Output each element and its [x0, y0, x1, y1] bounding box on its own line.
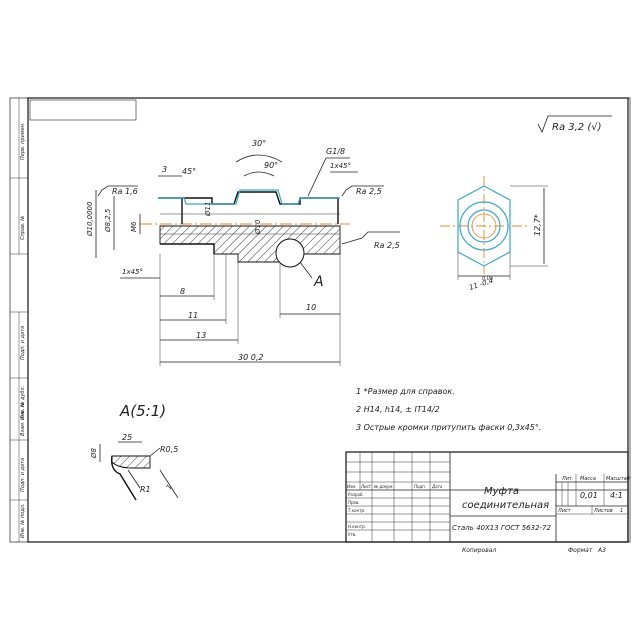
tb-row-label-3: Подп.: [414, 484, 426, 489]
dim-1x45-top: 1x45°: [330, 162, 351, 170]
side-label-0: Перв. примен.: [20, 122, 26, 160]
tb-mass: 0,01: [580, 491, 598, 500]
side-label-3: Инв. № дубл.: [20, 386, 26, 420]
tb-role-1: Пров.: [348, 500, 360, 505]
detail-phi8: Ø8: [90, 447, 98, 459]
dim-45: 45°: [182, 167, 196, 176]
tb-scale: 4:1: [610, 491, 623, 500]
note-2: 2 H14, h14, ± IT14/2: [356, 405, 440, 414]
detail-title: A(5:1): [119, 402, 166, 420]
tb-row-label-2: № докум.: [373, 484, 394, 489]
outer-frame: [9, 97, 631, 543]
tb-format-label: Формат: [568, 547, 593, 554]
tb-sheets-count: 1: [620, 508, 623, 514]
tb-name-line2: соединительная: [462, 500, 549, 511]
note-3: 3 Острые кромки притупить фаски 0,3x45°.: [356, 423, 541, 432]
tb-name-line1: Муфта: [484, 486, 519, 497]
side-label-2: Подп. и дата: [20, 326, 26, 360]
main-dimensions: 30° 90° G1/8 3 45° 1x45° Ra 1,6 Ra 2,5 R…: [86, 139, 400, 366]
dim-m6: M6: [130, 221, 138, 232]
tb-row-label-1: Лист: [360, 484, 372, 489]
tb-mass-header: Масса: [580, 476, 596, 482]
dim-hex-flat-tol: 0,05: [482, 276, 493, 282]
technical-notes: 1 *Размер для справок. 2 H14, h14, ± IT1…: [356, 387, 541, 432]
tb-role-0: Разраб.: [348, 492, 364, 497]
dim-len10: 10: [306, 303, 316, 312]
title-block: Изм. Лист № докум. Подп. Дата Разраб. Пр…: [345, 451, 630, 554]
tb-scale-header: Масштаб: [606, 476, 630, 482]
hex-end-view: 12,7* 11 -0,4 0,05: [440, 176, 548, 292]
detail-d1: 1: [165, 483, 174, 491]
tb-sheet-label: Лист: [557, 508, 572, 514]
tb-lit-header: Лит.: [561, 476, 574, 482]
dim-1x45-left: 1x45°: [122, 268, 143, 276]
tb-material: Сталь 40Х13 ГОСТ 5632-72: [452, 524, 552, 532]
general-roughness-text: Ra 3,2 (√): [552, 122, 602, 133]
dim-phi8: Ø8,2,5: [104, 208, 112, 233]
part-section-view: A: [140, 189, 350, 290]
general-roughness: Ra 3,2 (√): [537, 115, 612, 133]
detail-r1: R1: [140, 485, 151, 494]
tb-role-2: Т.контр.: [348, 508, 365, 513]
dim-hex-corner: 12,7*: [533, 214, 542, 236]
tb-row-label-4: Дата: [431, 484, 443, 489]
side-label-4: Взам. инв. №: [20, 402, 26, 436]
tb-role-4: Утв.: [348, 532, 356, 537]
note-1: 1 *Размер для справок.: [356, 387, 455, 396]
dim-len30: 30 0,2: [238, 353, 263, 362]
detail-a-circle: [275, 238, 305, 268]
dim-len11: 11: [188, 311, 198, 320]
side-label-6: Инв. № подл.: [20, 504, 26, 539]
tb-copied: Копировал: [462, 547, 496, 554]
side-label-5: Подп. и дата: [20, 458, 26, 492]
dim-90deg: 90°: [264, 161, 278, 170]
dim-phi11: Ø11: [204, 202, 212, 217]
detail-a-view: A(5:1) 25 R0,5 R1 Ø8 1: [90, 402, 179, 501]
dim-3: 3: [162, 165, 167, 174]
dim-g18: G1/8: [326, 147, 345, 156]
section-a-label: A: [313, 274, 324, 290]
inner-frame: [27, 97, 629, 543]
tb-sheets-label: Листов: [593, 508, 613, 514]
dim-len8: 8: [180, 287, 185, 296]
dim-phi10: Ø10,0000: [86, 201, 94, 237]
dim-phi10b: Ø10: [254, 219, 262, 235]
detail-r05: R0,5: [160, 445, 178, 454]
roughness-r3: Ra 2,5: [374, 241, 400, 250]
dim-len13: 13: [196, 331, 206, 340]
tb-row-label-0: Изм.: [347, 484, 356, 489]
dim-30deg: 30°: [252, 139, 266, 148]
tb-role-3: Н.контр.: [348, 524, 366, 529]
left-strip: Перв. примен. Справ. № Подп. и дата Инв.…: [10, 98, 28, 542]
roughness-r1: Ra 1,6: [112, 187, 138, 196]
detail-d25: 25: [122, 433, 132, 442]
side-label-1: Справ. №: [20, 216, 26, 240]
top-stamp-box: [29, 99, 137, 121]
tb-format-value: А3: [597, 547, 606, 554]
roughness-r2: Ra 2,5: [356, 187, 382, 196]
